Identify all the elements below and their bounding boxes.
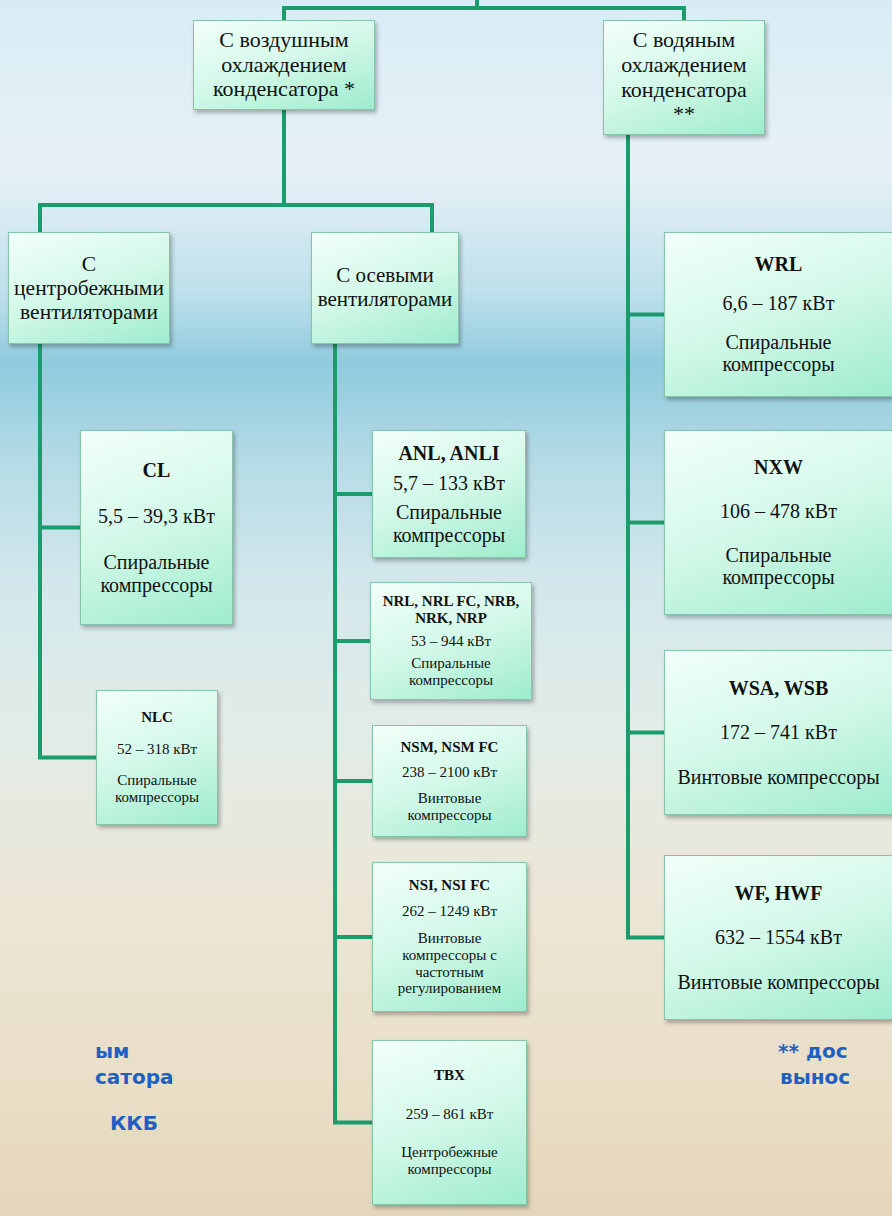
- box-text: 5,7 – 133 кВт: [393, 472, 505, 494]
- box-title: NLC: [141, 709, 173, 726]
- tree-connector: [335, 344, 372, 937]
- box-text: 262 – 1249 кВт: [402, 903, 497, 920]
- box-text: Спиральные компрессоры: [102, 772, 212, 806]
- model-box: NRL, NRL FC, NRB, NRK, NRP 53 – 944 кВтСп…: [370, 582, 532, 700]
- note-text: вынос: [780, 1066, 850, 1088]
- box-text: 238 – 2100 кВт: [402, 764, 497, 781]
- tree-connector: [335, 344, 372, 494]
- tree-connector: [628, 135, 664, 938]
- model-box: TBX 259 – 861 кВтЦентробежные компрессоры: [372, 1040, 527, 1205]
- model-box: NSI, NSI FC 262 – 1249 кВтВинтовые компре…: [372, 862, 527, 1012]
- box-text: Винтовые компрессоры: [378, 790, 521, 824]
- tree-connector: [628, 135, 664, 315]
- tree-connector: [628, 135, 664, 523]
- tree-connector: [335, 344, 370, 641]
- note-text: сатора: [95, 1066, 174, 1088]
- box-text: Спиральные компрессоры: [376, 655, 526, 689]
- box-text: 53 – 944 кВт: [411, 633, 491, 650]
- box-title: WSA, WSB: [729, 677, 829, 699]
- box-text: 52 – 318 кВт: [117, 741, 197, 758]
- model-box: WSA, WSB 172 – 741 кВтВинтовые компрессор…: [664, 650, 892, 815]
- box-title: С водяным охлаждением конденсатора **: [609, 28, 759, 127]
- box-title: NXW: [754, 456, 803, 478]
- category-box: С водяным охлаждением конденсатора **: [603, 20, 765, 135]
- box-text: Центробежные компрессоры: [378, 1144, 521, 1178]
- tree-connector: [40, 110, 284, 232]
- tree-connector: [335, 344, 372, 1123]
- box-title: С центробежными вентиляторами: [14, 252, 164, 324]
- box-title: NSM, NSM FC: [401, 739, 499, 756]
- box-title: ANL, ANLI: [398, 442, 499, 464]
- box-title: CL: [143, 459, 171, 481]
- box-text: Спиральные компрессоры: [378, 501, 520, 546]
- box-text: Винтовые компрессоры с частотным регулир…: [378, 930, 521, 997]
- box-title: NRL, NRL FC, NRB, NRK, NRP: [376, 593, 526, 627]
- tree-connector: [335, 344, 372, 781]
- box-text: Спиральные компрессоры: [670, 331, 887, 376]
- note-text: ** дос: [778, 1040, 848, 1062]
- box-text: Спиральные компрессоры: [670, 544, 887, 589]
- model-box: NSM, NSM FC 238 – 2100 кВтВинтовые компре…: [372, 725, 527, 837]
- box-text: Винтовые компрессоры: [677, 971, 879, 993]
- box-title: TBX: [434, 1067, 465, 1084]
- model-box: CL 5,5 – 39,3 кВтСпиральные компрессоры: [80, 430, 233, 625]
- box-text: Винтовые компрессоры: [677, 766, 879, 788]
- tree-connector: [284, 110, 432, 232]
- box-title: WF, HWF: [734, 882, 822, 904]
- note-text: ККБ: [110, 1112, 158, 1134]
- model-box: WF, HWF 632 – 1554 кВтВинтовые компрессор…: [664, 855, 892, 1020]
- box-text: 5,5 – 39,3 кВт: [98, 505, 215, 527]
- box-text: 632 – 1554 кВт: [715, 926, 842, 948]
- box-title: WRL: [755, 253, 803, 275]
- box-title: NSI, NSI FC: [409, 877, 490, 894]
- box-title: С осевыми вентиляторами: [317, 264, 453, 311]
- tree-connector: [40, 344, 80, 528]
- subcategory-box: С осевыми вентиляторами: [311, 232, 459, 344]
- note-text: ым: [95, 1040, 129, 1062]
- model-box: ANL, ANLI 5,7 – 133 кВтСпиральные компрес…: [372, 430, 526, 558]
- tree-connector: [628, 135, 664, 733]
- box-text: 259 – 861 кВт: [406, 1106, 494, 1123]
- box-text: 172 – 741 кВт: [720, 721, 837, 743]
- category-box: С воздушным охлаждением конденсатора *: [193, 20, 375, 110]
- box-text: 6,6 – 187 кВт: [723, 292, 835, 314]
- model-box: WRL 6,6 – 187 кВтСпиральные компрессоры: [664, 232, 892, 397]
- box-text: 106 – 478 кВт: [720, 500, 837, 522]
- model-box: NXW 106 – 478 кВтСпиральные компрессоры: [664, 430, 892, 615]
- box-text: Спиральные компрессоры: [86, 551, 227, 596]
- subcategory-box: С центробежными вентиляторами: [8, 232, 170, 344]
- box-title: С воздушным охлаждением конденсатора *: [199, 28, 369, 102]
- model-box: NLC 52 – 318 кВтСпиральные компрессоры: [96, 690, 218, 825]
